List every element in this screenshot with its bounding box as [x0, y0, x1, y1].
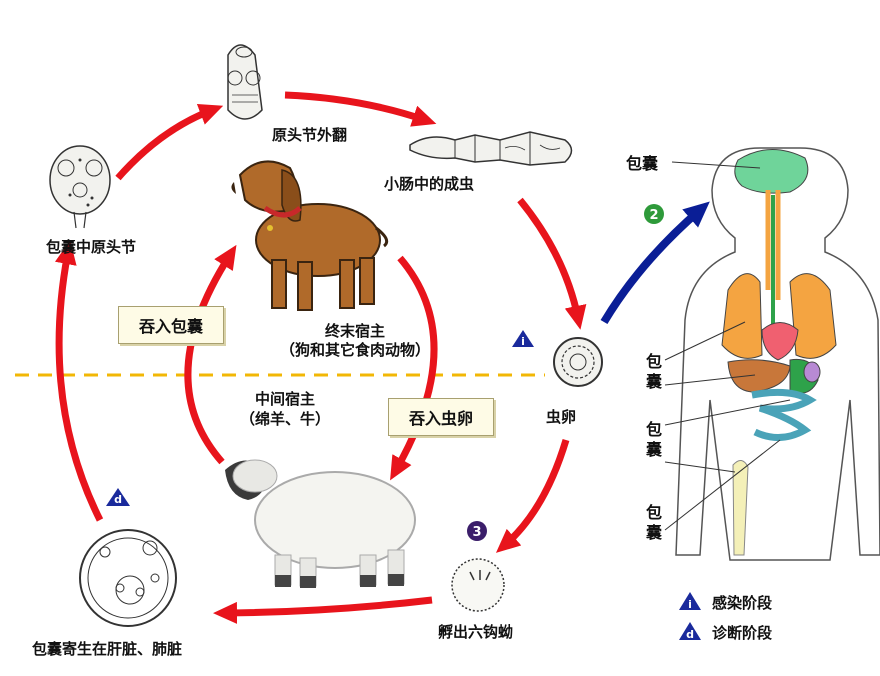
svg-text:d: d — [114, 493, 122, 506]
label-oncosphere-hatched: 孵出六钩蚴 — [438, 623, 514, 641]
dog-illustration — [231, 160, 389, 311]
callout-bone-upper — [664, 461, 736, 473]
label-intermediate-host-note: （绵羊、牛） — [239, 410, 330, 428]
legend-infective-icon: i — [679, 592, 701, 611]
label-human-cyst-liver: 包囊 — [645, 420, 662, 459]
infective-stage-badge: i — [512, 330, 534, 348]
callout-intestine — [664, 399, 791, 426]
label-human-cyst-lung: 包囊 — [645, 352, 662, 391]
arrow-oncosphere-to-cyst — [213, 596, 433, 624]
oncosphere-illustration — [451, 558, 505, 612]
step-2-badge: 2 — [644, 204, 664, 224]
legend-infective-label: 感染阶段 — [712, 594, 773, 612]
liver — [727, 359, 791, 393]
trachea — [765, 190, 781, 300]
protoscolex-in-cyst-illustration — [49, 145, 111, 229]
egg-illustration — [553, 337, 603, 387]
box-ingest-egg: 吞入虫卵 — [388, 398, 494, 436]
arrow-cyst-to-protoscolex — [54, 240, 104, 522]
hydatid-cyst-illustration — [79, 529, 177, 627]
callout-liver — [664, 374, 756, 386]
spleen — [803, 361, 821, 383]
legend-diagnostic-icon: d — [679, 622, 701, 641]
label-intermediate-host: 中间宿主 — [254, 390, 315, 408]
evaginated-protoscolex-illustration — [227, 44, 263, 120]
arrow-egg-to-human — [600, 201, 710, 325]
legend-diagnostic-label: 诊断阶段 — [712, 624, 773, 642]
legend-diagnostic: 诊断阶段 — [712, 622, 772, 643]
intestine — [751, 388, 817, 441]
brain — [734, 149, 809, 194]
svg-text:2: 2 — [649, 208, 658, 223]
lungs-right — [789, 273, 837, 359]
arrow-sheep-to-dog — [184, 244, 237, 465]
lungs — [721, 273, 763, 359]
adult-worm-illustration — [409, 131, 573, 166]
diagnostic-stage-badge: d — [106, 488, 130, 506]
svg-text:d: d — [686, 628, 694, 641]
label-egg: 虫卵 — [546, 408, 577, 426]
label-definitive-host: 终末宿主 — [324, 322, 385, 340]
heart — [761, 322, 799, 361]
svg-text:i: i — [521, 335, 525, 348]
callout-bone-lower — [664, 439, 781, 531]
label-cyst-in-liver-lung: 包囊寄生在肝脏、肺脏 — [32, 640, 183, 658]
label-human-cyst-bone: 包囊 — [645, 503, 662, 542]
callout-lung — [664, 321, 746, 361]
label-protoscolex-evaginated: 原头节外翻 — [272, 126, 348, 144]
sheep-illustration — [225, 459, 416, 588]
human-body-illustration — [675, 147, 880, 561]
arrow-egg-to-oncosphere — [495, 438, 570, 553]
label-human-cyst-brain: 包囊 — [626, 154, 659, 173]
label-protoscolex-in-cyst: 包囊中原头节 — [46, 238, 137, 256]
arrow-adult-to-egg — [517, 197, 587, 330]
label-definitive-host-note: （狗和其它食肉动物） — [279, 341, 430, 359]
svg-text:i: i — [688, 598, 692, 611]
legend-infective: 感染阶段 — [712, 592, 772, 613]
svg-text:3: 3 — [472, 525, 481, 540]
femur-bone — [732, 460, 749, 556]
arrow-protoscolex-to-evaginated — [115, 104, 224, 181]
callout-brain — [671, 161, 761, 169]
box-ingest-cyst: 吞入包囊 — [118, 306, 224, 344]
label-adult-in-intestine: 小肠中的成虫 — [384, 175, 475, 193]
step-3-badge: 3 — [467, 521, 487, 541]
arrow-evaginated-to-adult — [284, 91, 437, 127]
arrow-dog-to-sheep — [390, 255, 438, 481]
